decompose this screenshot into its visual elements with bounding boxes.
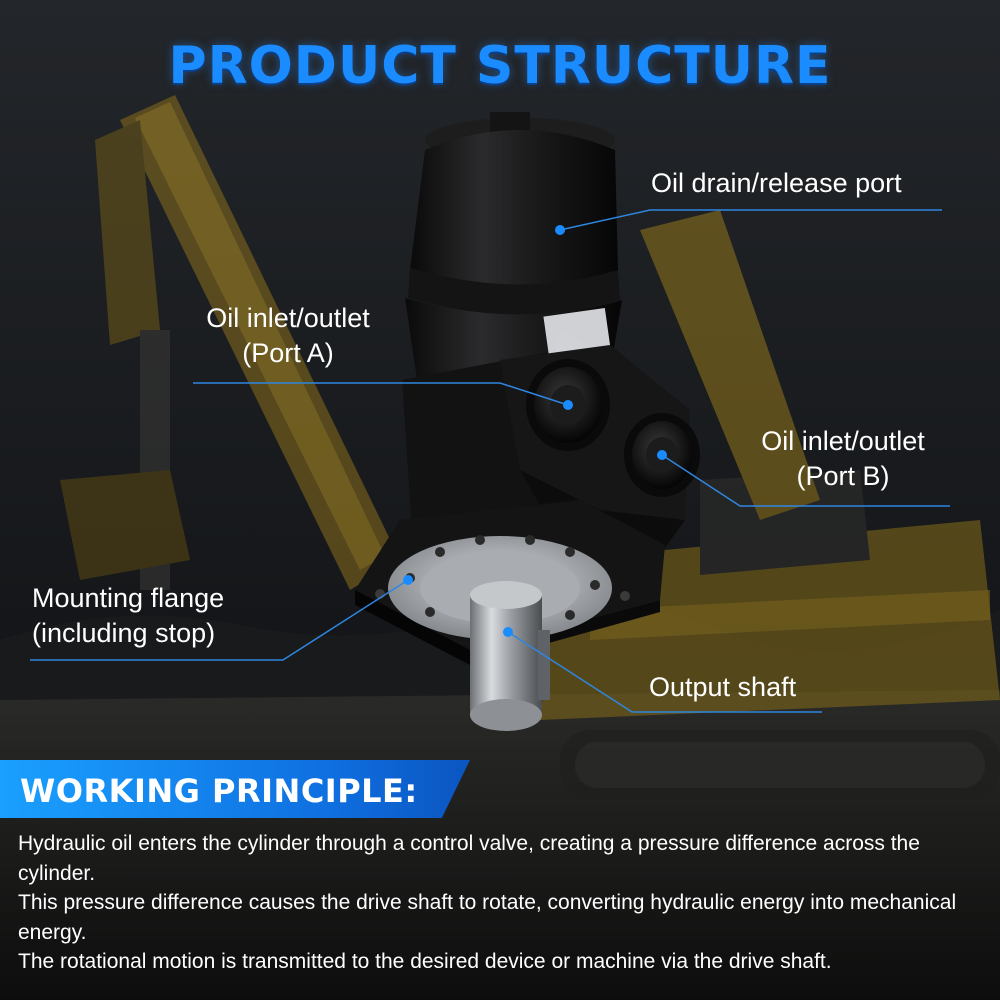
callout-lines (30, 209, 950, 713)
line-flange (30, 579, 409, 661)
dot-port-a (563, 400, 573, 410)
callout-port-a-line2: (Port A) (242, 338, 334, 368)
working-principle-banner: WORKING PRINCIPLE: (0, 760, 470, 818)
dot-oil-drain (555, 225, 565, 235)
principle-paragraph-2: This pressure difference causes the driv… (18, 891, 957, 944)
callout-mounting-flange: Mounting flange (including stop) (32, 581, 224, 651)
dot-flange (403, 575, 413, 585)
callout-port-a: Oil inlet/outlet (Port A) (168, 301, 408, 371)
output-shaft (470, 581, 550, 731)
callout-dots (403, 225, 667, 637)
principle-paragraph-3: The rotational motion is transmitted to … (18, 950, 832, 973)
page-title: PRODUCT STRUCTURE (168, 36, 832, 96)
callout-flange-line1: Mounting flange (32, 583, 225, 613)
dot-port-b (657, 450, 667, 460)
callout-port-a-line1: Oil inlet/outlet (206, 303, 370, 333)
excavator-tracks (560, 730, 1000, 800)
working-principle-heading: WORKING PRINCIPLE: (20, 772, 418, 810)
motor-top-cylinder (408, 112, 620, 315)
dot-shaft (503, 627, 513, 637)
callout-port-b-line2: (Port B) (796, 461, 890, 491)
callout-output-shaft: Output shaft (649, 670, 796, 705)
principle-paragraph-1: Hydraulic oil enters the cylinder throug… (18, 832, 920, 885)
line-shaft (507, 631, 822, 713)
callout-port-b-line1: Oil inlet/outlet (761, 426, 925, 456)
callout-port-b: Oil inlet/outlet (Port B) (738, 424, 948, 494)
callout-oil-drain-line1: Oil drain/release port (651, 168, 902, 198)
line-port-a (193, 382, 569, 406)
callout-flange-line2: (including stop) (32, 618, 216, 648)
line-port-b (661, 454, 950, 507)
working-principle-text: Hydraulic oil enters the cylinder throug… (18, 829, 993, 977)
excavator-arm (60, 95, 400, 590)
line-oil-drain (559, 209, 942, 231)
callout-shaft-line1: Output shaft (649, 672, 797, 702)
callout-oil-drain-port: Oil drain/release port (651, 166, 902, 201)
